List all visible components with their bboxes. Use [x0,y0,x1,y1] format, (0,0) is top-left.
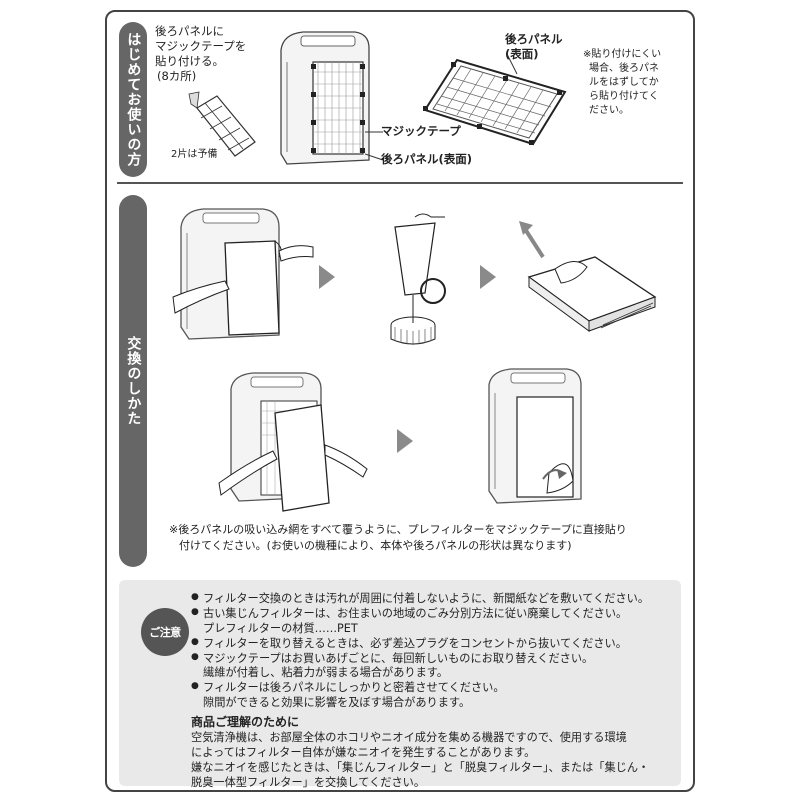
purifier-rear-illustration [280,31,370,165]
caution-item-4: マジックテープはお買いあげごとに、毎回新しいものにお取り替えください。 [191,652,676,667]
side-note-line-4: ら貼り付けてく [589,91,659,102]
caution-item-4-detail: 繊維が付着し、粘着力が弱まる場合があります。 [203,666,449,680]
tape-instruction-line-2: マジックテープを [155,39,247,53]
label-leader-lines [365,131,384,161]
caution-box: ご注意 フィルター交換のときは汚れが周囲に付着しないように、新聞紙などを敷いてく… [119,580,681,789]
replace-note-line-1: ※後ろパネルの吸い込み網をすべて覆うように、プレフィルターをマジックテープに直接… [169,523,627,536]
replace-note-line-2: 付けてください。(お使いの機種により、本体や後ろパネルの形状は異なります) [179,539,572,552]
caution-item-3: フィルターを取り替えるときは、必ず差込プラグをコンセントから抜いてください。 [191,637,676,652]
rear-panel-label: 後ろパネル(表面) [381,152,473,166]
replace-tab: 交換のしかた [119,195,147,567]
step-arrow-2 [480,265,496,289]
tape-sheet-illustration [188,91,256,157]
step-arrow-1 [319,265,335,289]
tape-instruction-line-1: 後ろパネルに [155,24,224,38]
product-paragraph-line-1: 空気清浄機は、お部屋全体のホコリやニオイ成分を集める機器ですので、使用する環境 [191,731,627,745]
caution-item-5-detail: 隙間ができると効果に影響を及ぼす場合があります。 [203,696,471,710]
first-use-section: はじめてお使いの方 後ろパネルに マジックテープを 貼り付ける。 (8カ所) 2… [107,12,693,184]
divider-1 [117,182,683,184]
rear-panel-illustration [423,53,567,146]
step-vacuum-illustration [390,213,446,345]
caution-list: フィルター交換のときは汚れが周囲に付着しないように、新聞紙などを敷いてください。… [191,592,676,790]
caution-item-5: フィルターは後ろパネルにしっかりと密着させてください。 [191,681,676,696]
product-paragraph-line-3: 嫌なニオイを感じたときは、「集じんフィルター」と「脱臭フィルター」、または「集じ… [191,760,650,774]
tape-instruction-line-3: 貼り付ける。 [155,54,224,68]
first-use-tab: はじめてお使いの方 [119,22,147,177]
instruction-sheet: はじめてお使いの方 後ろパネルに マジックテープを 貼り付ける。 (8カ所) 2… [105,10,695,792]
step-remove-filter-illustration [172,208,314,340]
panel-title-line-1: 後ろパネル [505,32,563,46]
product-paragraph-line-2: によってはフィルター自体が嫌なニオイを発生することがあります。 [191,745,536,759]
product-paragraph-line-4: 脱臭一体型フィルター」を交換してください。 [191,775,426,789]
step-complete-illustration [488,368,582,504]
panel-title-line-2: (表面) [505,47,539,61]
side-note-line-3: ルをはずしてか [589,77,659,88]
caution-item-1: フィルター交換のときは汚れが周囲に付着しないように、新聞紙などを敷いてください。 [191,592,676,607]
caution-section: ご注意 フィルター交換のときは汚れが周囲に付着しないように、新聞紙などを敷いてく… [107,572,693,790]
tape-instruction-line-4: (8カ所) [157,69,197,83]
caution-badge: ご注意 [141,608,189,656]
tape-label: マジックテープ [381,124,461,138]
step-attach-filter-illustration [218,372,368,512]
step-arrow-3 [397,429,413,453]
side-note-line-2: 場合、後ろパネ [589,63,659,74]
replace-section: 交換のしかた [107,187,693,577]
product-understanding-heading: 商品ご理解のために [191,715,300,730]
caution-item-2: 古い集じんフィルターは、お住まいの地域のごみ分別方法に従い廃棄してください。 [191,607,676,622]
side-note-line-1: ※貼り付けにくい [583,49,662,60]
side-note-line-5: ださい。 [589,105,629,116]
spare-note: 2片は予備 [171,149,218,160]
step-discard-illustration [519,221,657,332]
caution-item-2-detail: プレフィルターの材質……PET [203,621,358,635]
